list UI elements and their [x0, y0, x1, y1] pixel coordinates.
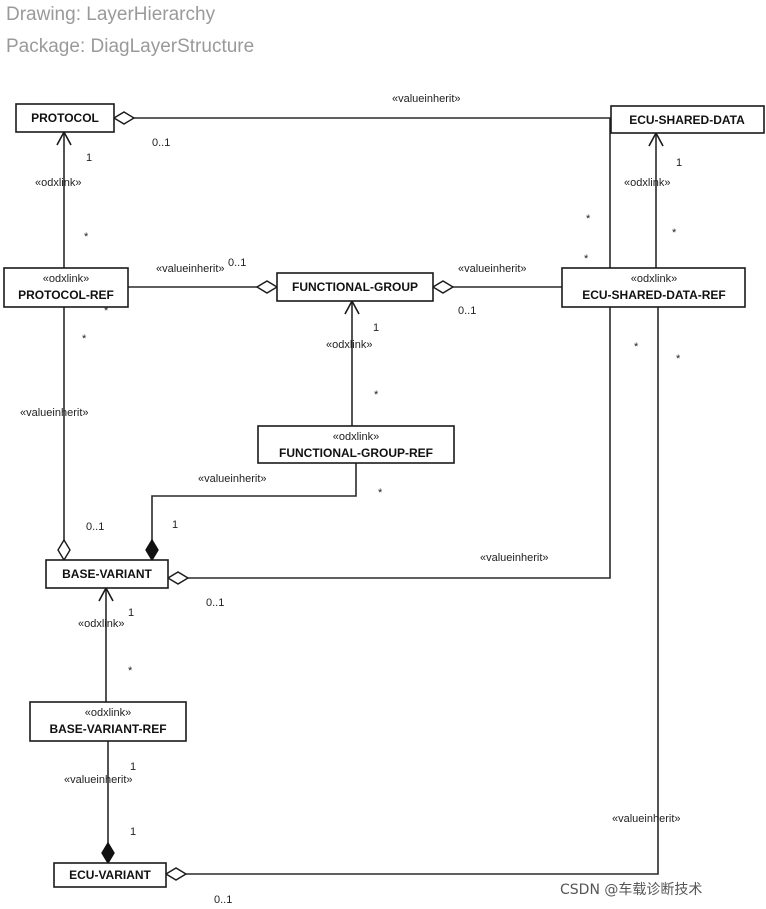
box-esd-ref-stereotype: «odxlink» — [631, 273, 677, 285]
box-fg-ref-label: FUNCTIONAL-GROUP-REF — [279, 446, 433, 460]
connectors — [63, 117, 659, 875]
label-valueinherit-fgref-bv: «valueinherit» — [198, 473, 267, 485]
mult-bv-1: 1 — [128, 607, 134, 619]
box-ecu-shared-data[interactable]: ECU-SHARED-DATA — [610, 105, 765, 134]
mult-bvref-1: 1 — [130, 761, 136, 773]
mult-esd-1: 1 — [676, 157, 682, 169]
label-odxlink-bv: «odxlink» — [78, 618, 124, 630]
box-protocol[interactable]: PROTOCOL — [15, 103, 115, 133]
mult-ev-composition-1: 1 — [130, 826, 136, 838]
line-protocol-esdref — [134, 117, 611, 268]
mult-bv-top-01: 0..1 — [86, 521, 104, 533]
diamond-ev-composition — [101, 841, 115, 865]
line-fgref-bv — [151, 463, 357, 540]
box-ecu-shared-data-ref[interactable]: «odxlink» ECU-SHARED-DATA-REF — [561, 267, 746, 308]
mult-protocolref-star-b: * — [104, 305, 109, 317]
label-valueinherit-bvref-ev: «valueinherit» — [64, 774, 133, 786]
box-functional-group[interactable]: FUNCTIONAL-GROUP — [276, 272, 434, 302]
label-valueinherit-protocolref-bv: «valueinherit» — [20, 407, 89, 419]
diamond-fg-left — [255, 280, 279, 294]
line-esdref-ev — [186, 307, 659, 875]
box-protocol-ref[interactable]: «odxlink» PROTOCOL-REF — [3, 267, 129, 308]
diamond-bv-right — [166, 571, 190, 585]
box-base-variant-label: BASE-VARIANT — [62, 567, 152, 581]
mult-fgref-star-b: * — [378, 487, 383, 499]
label-odxlink-esd: «odxlink» — [624, 177, 670, 189]
mult-fg-1: 1 — [373, 322, 379, 334]
box-protocol-label: PROTOCOL — [31, 111, 99, 125]
diamond-bv-top — [57, 538, 71, 562]
box-ecu-variant[interactable]: ECU-VARIANT — [53, 862, 167, 888]
mult-protocolref-star-a: * — [84, 231, 89, 243]
mult-bv-right-01: 0..1 — [206, 597, 224, 609]
mult-bvref-star: * — [128, 665, 133, 677]
diamond-ev-right — [164, 867, 188, 881]
mult-fg-left-01: 0..1 — [228, 257, 246, 269]
box-protocol-ref-stereotype: «odxlink» — [43, 273, 89, 285]
mult-esdref-star-c: * — [634, 341, 639, 353]
box-bv-ref-label: BASE-VARIANT-REF — [49, 722, 166, 736]
box-protocol-ref-label: PROTOCOL-REF — [18, 288, 114, 302]
mult-esdref-star-b: * — [584, 253, 589, 265]
label-valueinherit-esdref-bv: «valueinherit» — [480, 552, 549, 564]
line-esdref-bv — [188, 307, 611, 579]
box-ecu-shared-data-label: ECU-SHARED-DATA — [629, 113, 745, 127]
watermark: CSDN @车载诊断技术 — [560, 881, 702, 898]
box-base-variant[interactable]: BASE-VARIANT — [45, 559, 169, 589]
mult-esd-star: * — [672, 227, 677, 239]
box-functional-group-ref[interactable]: «odxlink» FUNCTIONAL-GROUP-REF — [257, 425, 455, 464]
mult-esdref-star-a: * — [586, 213, 591, 225]
mult-protocol-1: 1 — [86, 152, 92, 164]
box-bv-ref-stereotype: «odxlink» — [85, 707, 131, 719]
box-esd-ref-label: ECU-SHARED-DATA-REF — [582, 288, 726, 302]
package-title: Package: DiagLayerStructure — [6, 36, 255, 57]
label-valueinherit-protocol-esd: «valueinherit» — [392, 93, 461, 105]
diamonds — [57, 111, 455, 881]
box-ecu-variant-label: ECU-VARIANT — [69, 868, 151, 882]
box-base-variant-ref[interactable]: «odxlink» BASE-VARIANT-REF — [29, 701, 187, 742]
diamond-bv-composition — [145, 538, 159, 562]
mult-fg-right-01: 0..1 — [458, 305, 476, 317]
diamond-fg-right — [431, 280, 455, 294]
multiplicity-labels: 0..1 1 1 * * * * 0..1 * 0..1 1 * * * * *… — [82, 137, 682, 906]
arrowheads — [56, 130, 664, 602]
mult-fgref-star-a: * — [374, 389, 379, 401]
label-valueinherit-esdref-ev: «valueinherit» — [612, 813, 681, 825]
box-fg-ref-stereotype: «odxlink» — [333, 431, 379, 443]
mult-protocolref-star-c: * — [82, 333, 87, 345]
mult-ev-right-01: 0..1 — [214, 894, 232, 906]
drawing-title: Drawing: LayerHierarchy — [6, 4, 216, 25]
label-valueinherit-esdref-fg: «valueinherit» — [458, 263, 527, 275]
box-functional-group-label: FUNCTIONAL-GROUP — [292, 280, 418, 294]
mult-bv-composition-1: 1 — [172, 519, 178, 531]
label-valueinherit-protocolref-fg: «valueinherit» — [156, 263, 225, 275]
label-odxlink-fg: «odxlink» — [326, 339, 372, 351]
line-stereotype-labels: «valueinherit» «odxlink» «odxlink» «valu… — [20, 93, 681, 825]
label-odxlink-protocol: «odxlink» — [35, 177, 81, 189]
mult-protocol-01: 0..1 — [152, 137, 170, 149]
diamond-protocol — [112, 111, 136, 125]
mult-esdref-star-d: * — [676, 353, 681, 365]
